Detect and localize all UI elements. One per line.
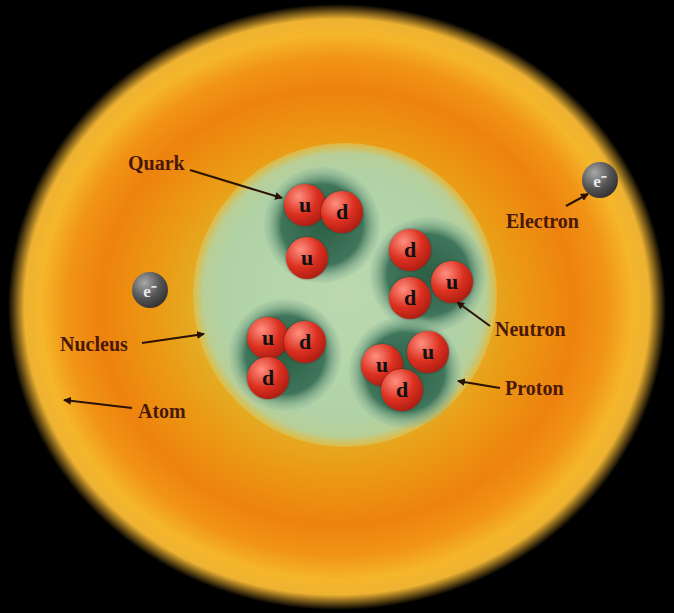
nucleus-label: Nucleus (60, 333, 128, 356)
quark-letter: u (422, 339, 434, 365)
quark-letter: d (404, 285, 416, 311)
atom-disk: AtomNucleusududududduude⁻e⁻ (8, 4, 666, 610)
leader-line (566, 194, 588, 206)
electron-symbol: e⁻ (593, 169, 607, 192)
electron-sphere: e⁻ (132, 272, 168, 308)
nucleus-circle: Nucleusududududduud (193, 143, 497, 447)
leader-line (457, 302, 490, 326)
atom-label: Atom (138, 400, 186, 423)
part-label: Proton (505, 377, 564, 400)
quark-sphere: d (247, 357, 289, 399)
quark-sphere: u (286, 237, 328, 279)
part-label: Electron (506, 210, 579, 233)
nucleon-circle (264, 167, 380, 283)
quark-letter: u (262, 325, 274, 351)
leader-line (142, 334, 204, 343)
part-label: Neutron (495, 318, 566, 341)
quark-letter: d (299, 329, 311, 355)
nucleon-circle (349, 316, 461, 428)
quark-letter: u (299, 192, 311, 218)
quark-letter: u (301, 245, 313, 271)
quark-sphere: u (247, 317, 289, 359)
quark-sphere: d (381, 369, 423, 411)
quark-sphere: u (431, 261, 473, 303)
quark-letter: d (404, 237, 416, 263)
nucleon-circle (229, 299, 341, 411)
quark-letter: d (336, 199, 348, 225)
quark-sphere: d (389, 277, 431, 319)
quark-sphere: d (321, 191, 363, 233)
quark-sphere: u (284, 184, 326, 226)
electron-symbol: e⁻ (143, 279, 157, 302)
electron-sphere: e⁻ (582, 162, 618, 198)
quark-letter: d (262, 365, 274, 391)
quark-letter: d (396, 377, 408, 403)
quark-sphere: d (284, 321, 326, 363)
part-label: Quark (128, 152, 185, 175)
nucleon-circle (370, 217, 486, 333)
leader-line (458, 381, 500, 388)
leader-line (64, 400, 132, 408)
leader-line (190, 170, 282, 198)
quark-sphere: d (389, 229, 431, 271)
quark-letter: u (446, 269, 458, 295)
quark-sphere: u (407, 331, 449, 373)
